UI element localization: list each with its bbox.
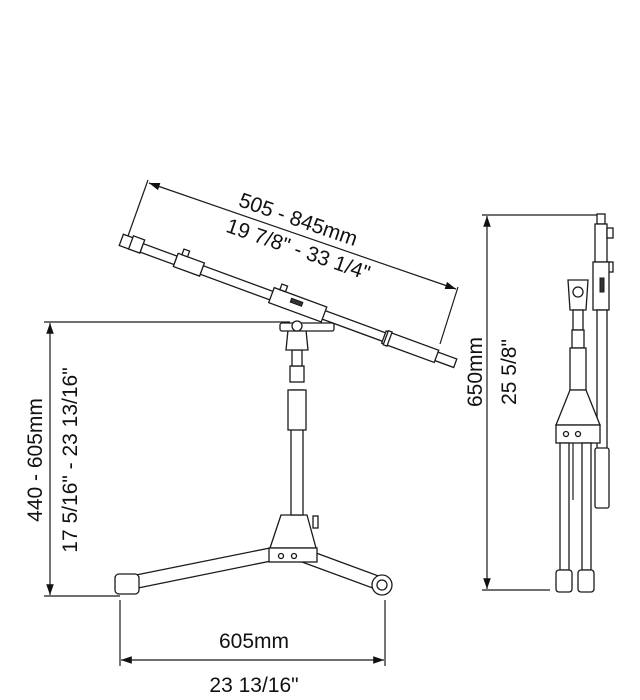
height-dimension: 440 - 605mm 17 5/16" - 23 13/16" [24, 321, 290, 597]
folded-length-dimension: 650mm 25 5/8" [464, 214, 597, 591]
stand-side-view [555, 213, 614, 593]
folded-length-mm-label: 650mm [464, 337, 487, 407]
base-width-dimension: 605mm 23 13/16" [119, 600, 386, 697]
stand-front-view [114, 233, 458, 596]
folded-length-in-label: 25 5/8" [498, 339, 521, 405]
base-width-in-label: 23 13/16" [209, 674, 298, 697]
height-in-label: 17 5/16" - 23 13/16" [59, 367, 82, 552]
height-mm-label: 440 - 605mm [24, 398, 47, 522]
base-width-mm-label: 605mm [219, 630, 289, 653]
